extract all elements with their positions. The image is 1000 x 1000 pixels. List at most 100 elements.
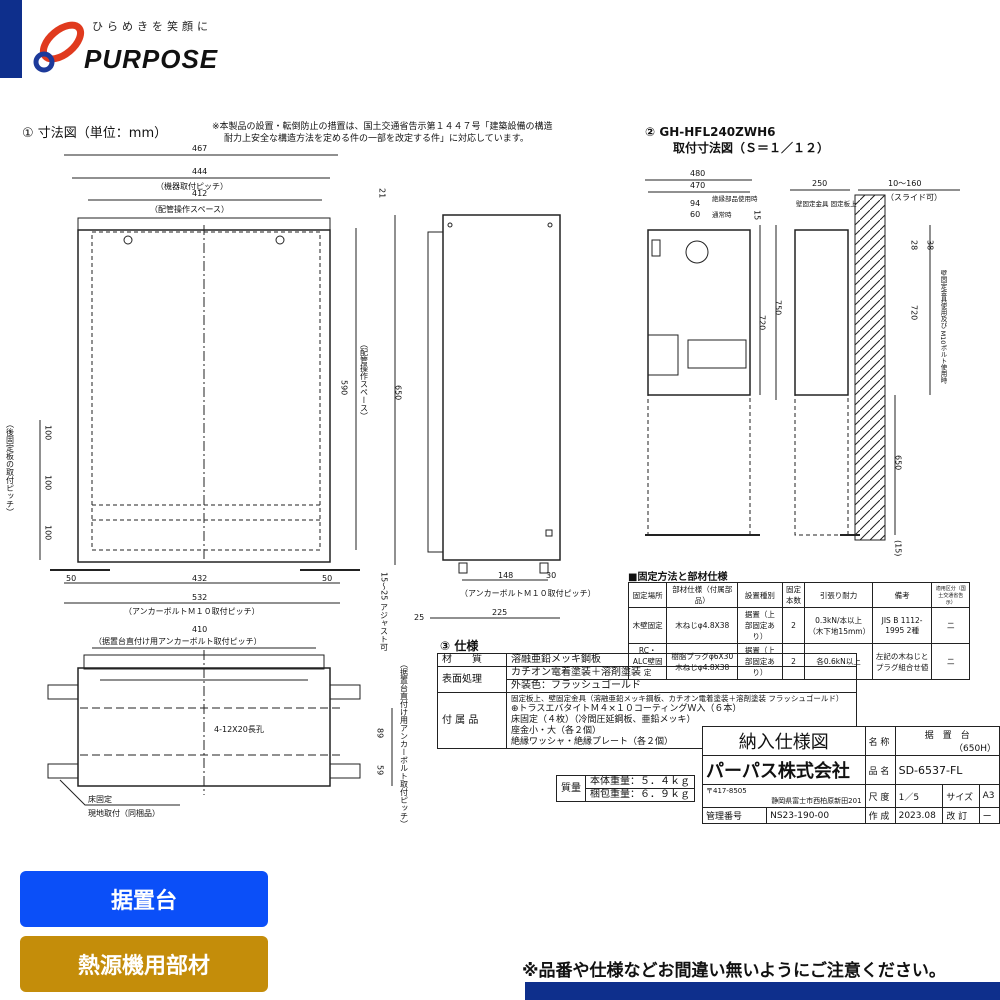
made-date: 2023.08 xyxy=(894,807,944,824)
dim-148: 148 xyxy=(498,571,513,580)
dim-467: 467 xyxy=(192,144,207,153)
dim-label: （アンカーボルトＭ１０取付ピッチ） xyxy=(124,606,260,616)
scale: 1／5 xyxy=(894,784,944,808)
dim-label: （後固定板の取付ピッチ） xyxy=(6,420,15,516)
table-row: 付 属 品 固定板上、壁固定金具（溶融亜鉛メッキ鋼板、カチオン電着塗装＋溶剤塗装… xyxy=(437,692,857,749)
size: A3 xyxy=(978,784,1000,808)
dim-720: 720 xyxy=(910,305,919,320)
label: 管理番号 xyxy=(701,807,768,824)
cell: 溶融亜鉛メッキ鋼板 xyxy=(506,653,857,667)
dim-532: 532 xyxy=(192,593,207,602)
revision: ー xyxy=(978,807,1000,824)
header-strip xyxy=(0,0,22,78)
section2-front-view xyxy=(645,179,777,536)
slide-label: （スライド可） xyxy=(886,193,942,202)
cell: 木ねじφ4.8X38 xyxy=(666,607,739,644)
dim-15: 15 xyxy=(753,210,762,220)
technical-drawing: 467 444 （機器取付ピッチ） 412 （配管操作スペース） 21 590 … xyxy=(6,144,960,828)
logo-brand: PURPOSE xyxy=(84,44,219,74)
section2-title: ② GH-HFL240ZWH6 取付寸法図（Ｓ＝１／１２） xyxy=(645,124,829,156)
address-line: 静岡県富士市西柏原新田201 xyxy=(771,797,862,805)
bottom-view xyxy=(47,647,393,806)
label: 改 訂 xyxy=(942,807,980,824)
dim-label: （据置台直付け用アンカーボルト取付ピッチ） xyxy=(400,660,409,828)
cell: カチオン電着塗装＋溶剤塗装 xyxy=(506,666,857,680)
cell: 外装色：フラッシュゴールド xyxy=(506,679,857,693)
company-name: パーパス株式会社 xyxy=(702,755,866,785)
drawing-scale-title: 取付寸法図（Ｓ＝１／１２） xyxy=(673,141,830,155)
table-header-row: 固定場所 部材仕様（付属部品） 設置種別 固定本数 引張り耐力 備考 適用区分（… xyxy=(627,582,970,608)
dim-30: 30 xyxy=(546,571,556,580)
cell: 本体重量：５．４ｋｇ xyxy=(585,775,695,789)
dimension-labels: 467 444 （機器取付ピッチ） 412 （配管操作スペース） 21 590 … xyxy=(6,144,948,828)
insulated-label: 絶縁部品使用時 xyxy=(712,194,758,203)
dim-label: （据置台直付け用アンカーボルト取付ピッチ） xyxy=(94,636,262,646)
part-number: SD-6537-FL xyxy=(894,755,1000,785)
header-cell: 引張り耐力 xyxy=(804,582,873,608)
dim-250: 250 xyxy=(812,179,827,188)
label: 作 成 xyxy=(864,807,896,824)
dim-225: 225 xyxy=(492,608,507,617)
accessory-item: 絶縁ワッシャ・絶縁プレート（各２個） xyxy=(511,737,674,747)
dim-50: 50 xyxy=(322,574,332,583)
dim-59: 59 xyxy=(376,765,385,775)
cell: JIS B 1112-1995 2種 xyxy=(871,607,933,644)
normal-label: 通常時 xyxy=(712,210,732,219)
adjust-label: 15～25 アジャスト可 xyxy=(380,572,389,651)
dim-590: 590 xyxy=(340,380,349,395)
cell: 固定板上、壁固定金具（溶融亜鉛メッキ鋼板、カチオン電着塗装＋溶剤塗装 フラッシュ… xyxy=(506,692,857,749)
accessory-item: ⊕トラスエバタイトＭ４×１０コーティングＷ入（６本） xyxy=(511,704,742,714)
spec-title: ③ 仕様 xyxy=(440,639,479,653)
postal: 〒417-8505 xyxy=(706,787,747,795)
logo-tagline: ひらめきを笑顔に xyxy=(92,20,212,33)
section1-note: ※本製品の設置・転倒防止の措置は、国土交通省告示第１４４７号「建築設備の構造 耐… xyxy=(212,121,553,145)
mass-table: 質量本体重量：５．４ｋｇ 梱包重量：６．９ｋｇ xyxy=(556,775,695,802)
dim-100: 100 xyxy=(44,425,53,440)
dim-412: 412 xyxy=(192,189,207,198)
dim-label: （配管操作スペース） xyxy=(360,340,369,420)
label: 尺 度 xyxy=(864,784,896,808)
table-row: 木壁固定 木ねじφ4.8X38 据置（上部固定あり） 2 0.3kN/本以上（木… xyxy=(627,607,970,644)
cell: 梱包重量：６．９ｋｇ xyxy=(585,788,695,802)
note-line: ※本製品の設置・転倒防止の措置は、国土交通省告示第１４４７号「建築設備の構造 xyxy=(212,122,553,132)
dim-650: 650 xyxy=(894,455,903,470)
label: 名 称 xyxy=(864,726,896,756)
name-value: 据 置 台 （650H） xyxy=(894,726,1000,756)
stand-category-button[interactable]: 据置台 xyxy=(20,871,268,927)
name-sub: （650H） xyxy=(954,744,996,754)
dim-720: 720 xyxy=(758,315,767,330)
cell: 付 属 品 xyxy=(437,692,507,749)
cell: 木壁固定 xyxy=(627,607,668,644)
header-cell: 固定場所 xyxy=(627,582,668,608)
accessory-item: 座金小・大（各２個） xyxy=(511,726,602,736)
bolt-note: 壁固定金具使用及び M10ボルト使用時 xyxy=(939,269,947,384)
cell: 材 質 xyxy=(437,653,507,667)
header-cell: 適用区分（国土交通省告示） xyxy=(931,582,970,608)
dim-label: （配管操作スペース） xyxy=(150,204,229,214)
footer-bar xyxy=(525,982,1000,1000)
cell: 据置（上部固定あり） xyxy=(737,607,783,644)
table-row: 表面処理カチオン電着塗装＋溶剤塗装 xyxy=(437,666,857,693)
dim-432: 432 xyxy=(192,574,207,583)
side-view xyxy=(427,214,561,619)
dim-21: 21 xyxy=(378,188,387,198)
label: サイズ xyxy=(942,784,980,808)
floor-fix-label: 床固定 xyxy=(88,794,112,804)
doc-title: 納入仕様図 xyxy=(702,726,866,756)
dim-label: （機器取付ピッチ） xyxy=(156,181,228,191)
table-row: 材 質溶融亜鉛メッキ鋼板 xyxy=(437,653,857,667)
fixing-table-title: ■固定方法と部材仕様 xyxy=(628,572,728,583)
dim-100: 100 xyxy=(44,475,53,490)
header-cell: 部材仕様（付属部品） xyxy=(666,582,739,608)
header-cell: 設置種別 xyxy=(737,582,783,608)
label: 品 名 xyxy=(864,755,896,785)
heat-source-parts-button[interactable]: 熱源機用部材 xyxy=(20,936,268,992)
dim-444: 444 xyxy=(192,167,207,176)
spec-table: 材 質溶融亜鉛メッキ鋼板 表面処理カチオン電着塗装＋溶剤塗装 外装色：フラッシュ… xyxy=(437,653,857,749)
cell: 表面処理 xyxy=(437,666,507,693)
name: 据 置 台 xyxy=(924,731,970,741)
section2-side-view xyxy=(790,189,960,541)
dim-15: (15) xyxy=(894,540,903,556)
section1-title: ① 寸法図（単位：mm） xyxy=(22,126,168,141)
